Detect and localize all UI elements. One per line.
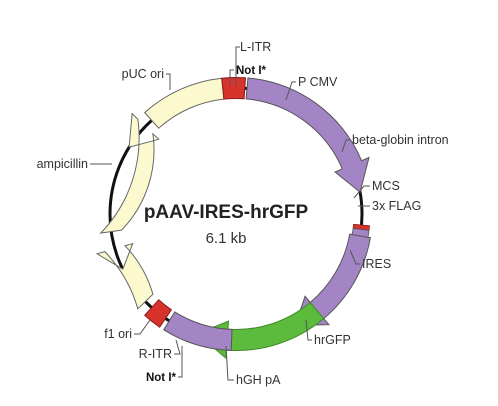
leader-hgh (225, 345, 234, 381)
r-itr-block[interactable] (143, 299, 173, 328)
label-noti-bottom: Not I* (146, 372, 177, 384)
plasmid-name: pAAV-IRES-hrGFP (144, 202, 309, 223)
flag-block[interactable] (351, 227, 370, 238)
leader-noti-top (229, 69, 234, 86)
label-ampicillin: ampicillin (37, 157, 88, 171)
label-mcs: MCS (372, 179, 400, 193)
puc-ori-block[interactable] (143, 77, 225, 129)
label-ritr: R-ITR (139, 347, 172, 361)
label-noti-top: Not I* (236, 65, 267, 77)
l-itr-block[interactable] (221, 76, 247, 100)
ampicillin-arrow[interactable] (99, 112, 160, 234)
label-pcmv: P CMV (298, 75, 338, 89)
leader-noti-bottom (178, 346, 183, 378)
label-beta-globin: beta-globin intron (352, 133, 449, 147)
leader-litr (235, 46, 240, 86)
leader-pcmv (285, 81, 296, 101)
leader-puc (166, 73, 171, 90)
leader-hrgfp (305, 319, 312, 341)
label-flag: 3x FLAG (372, 199, 421, 213)
label-f1: f1 ori (104, 327, 132, 341)
label-hrgfp: hrGFP (314, 333, 351, 347)
label-hgh: hGH pA (236, 373, 281, 387)
f1-ori-arrow[interactable] (95, 242, 154, 310)
label-litr: L-ITR (240, 40, 271, 54)
p-cmv-arrow[interactable] (245, 77, 370, 193)
leader-f1 (134, 319, 151, 335)
leader-ires (349, 249, 360, 265)
leader-mcs (353, 185, 370, 199)
leader-beta (341, 139, 350, 153)
label-ires: IRES (362, 257, 391, 271)
plasmid-size: 6.1 kb (206, 230, 247, 247)
leader-ritr (174, 339, 181, 355)
label-puc: pUC ori (122, 67, 164, 81)
hgh-pa-block[interactable] (163, 311, 233, 351)
